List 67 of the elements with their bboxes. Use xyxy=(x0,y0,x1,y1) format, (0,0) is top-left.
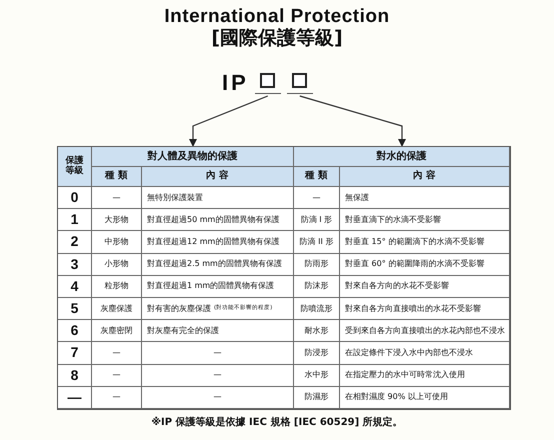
header-cell xyxy=(92,147,294,167)
table-cell-text: 6 xyxy=(70,321,78,340)
table-cell-text: 防雨形 xyxy=(304,258,328,270)
table-cell-text: 灰塵密閉 xyxy=(100,324,132,337)
table-cell-text: — xyxy=(214,391,222,404)
table-cell-text: 對來自各方向的水花不受影響 xyxy=(345,280,449,292)
arrow xyxy=(300,95,406,147)
table-cell-text: 耐水形 xyxy=(304,324,328,337)
table-cell-text: 防濕形 xyxy=(304,391,328,404)
table-cell-text: 4 xyxy=(70,276,78,296)
footnote: ※IP 保護等級是依據 IEC 規格 [IEC 60529] 所規定。 xyxy=(151,415,403,430)
table-cell-text: — xyxy=(112,369,120,382)
title: International Protection xyxy=(164,6,390,28)
table-cell-text: 粒形物 xyxy=(104,280,128,292)
table-cell-text: 小形物 xyxy=(104,258,128,270)
column-header: 內 容 xyxy=(206,169,230,184)
header-cell xyxy=(294,147,510,167)
table-cell-text: — xyxy=(112,391,120,404)
underlined-placeholder-box xyxy=(254,73,281,94)
table-cell-text: 對直徑超過12 mm的固體異物有保護 xyxy=(147,236,280,248)
table-cell-text: 灰塵保護 xyxy=(100,302,132,315)
table-cell-text: 對垂直滴下的水滴不受影響 xyxy=(345,214,441,226)
table-cell-text: 對來自各方向直接噴出的水花不受影響 xyxy=(345,302,481,315)
table-cell-text: 防滴 I 形 xyxy=(300,214,332,226)
subtitle: [國際保護等級] xyxy=(211,28,343,50)
table-cell-text: 對垂直 60° 的範圍降雨的水滴不受影響 xyxy=(345,258,484,270)
table-cell-text: 7 xyxy=(70,343,78,362)
table-cell-text: 受到來自各方向直接噴出的水花內部也不浸水 xyxy=(345,324,505,337)
header-text: 對人體及異物的保護 xyxy=(148,150,238,164)
table-cell-text: 大形物 xyxy=(104,214,128,226)
table-cell-text: 對有害的灰塵保護 xyxy=(147,302,211,315)
table-cell-text: 在設定條件下浸入水中內部也不浸水 xyxy=(345,346,473,359)
table-cell-text: 防滴 II 形 xyxy=(300,236,334,248)
table-cell-text: 1 xyxy=(70,210,78,230)
table-cell-text: 在相對濕度 90% 以上可使用 xyxy=(345,391,448,404)
table-cell-text: — xyxy=(112,346,120,359)
table-cell-text: 對直徑超過2.5 mm的固體異物有保護 xyxy=(147,258,282,270)
table-cell-text: 水中形 xyxy=(304,369,328,382)
table-cell-text: 防浸形 xyxy=(304,346,328,359)
table-cell-text: 對直徑超過1 mm的固體異物有保護 xyxy=(147,280,274,292)
table-cell-text: 防噴流形 xyxy=(300,302,332,315)
table-cell-text: 8 xyxy=(70,366,78,385)
column-header: 保護等級 xyxy=(64,156,84,176)
table-cell-text: — xyxy=(68,388,82,407)
underlined-placeholder-box xyxy=(286,73,313,94)
table-cell-text: 在指定壓力的水中可時常沈入使用 xyxy=(345,369,465,382)
table-cell-text: — xyxy=(112,192,120,204)
table-cell-text: 5 xyxy=(70,299,78,318)
column-header: 內 容 xyxy=(412,169,436,184)
arrow xyxy=(189,95,268,147)
table-cell-text: — xyxy=(214,346,222,359)
table-cell-text: 對垂直 15° 的範圍滴下的水滴不受影響 xyxy=(345,236,484,248)
table-cell-text: 3 xyxy=(70,254,78,274)
column-header: 種 類 xyxy=(104,169,128,184)
table-cell-text: 無特別保護裝置 xyxy=(147,192,203,204)
header-text: 對水的保護 xyxy=(376,150,426,164)
table-cell-text: 2 xyxy=(70,232,78,252)
table-cell-text: 無保護 xyxy=(345,192,369,204)
table-cell-text: — xyxy=(312,192,320,204)
table-cell-text: — xyxy=(214,369,222,382)
column-header: 種 類 xyxy=(304,169,328,184)
table-cell-text: 防沫形 xyxy=(304,280,328,292)
table-cell-text: 對直徑超過50 mm的固體異物有保護 xyxy=(147,214,280,226)
table-cell-text: 對灰塵有完全的保護 xyxy=(147,324,219,337)
table-cell-text: 0 xyxy=(70,188,78,208)
table-cell-text: 中形物 xyxy=(104,236,128,248)
code-prefix: IP xyxy=(222,72,249,94)
